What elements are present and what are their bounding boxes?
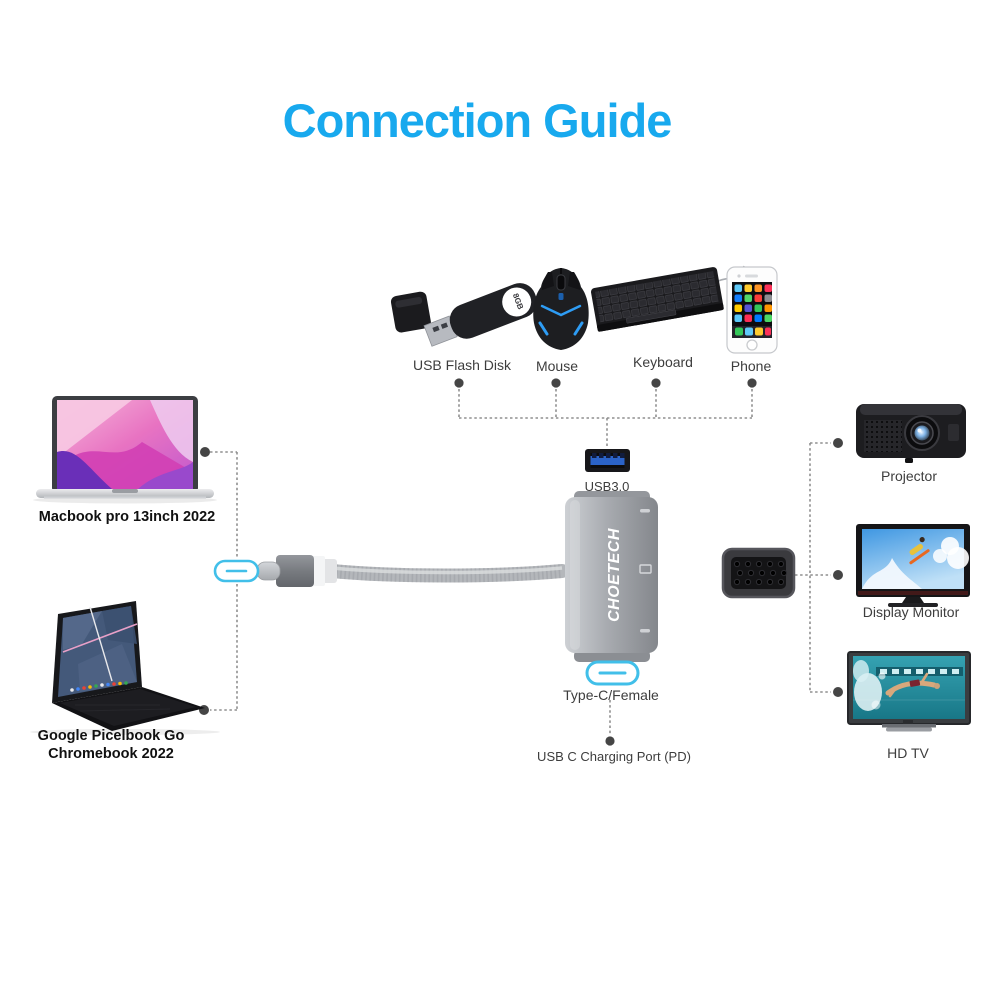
vga-connector-icon [721,547,796,599]
chromebook-label-line1: Google Picelbook Go [37,728,185,744]
chromebook-label: Google Picelbook Go Chromebook 2022 [38,727,185,763]
charging-port-label: USB C Charging Port (PD) [537,749,691,764]
hub-brand-text: CHOETECH [606,528,623,622]
typec-port-label: Type-C/Female [563,687,659,703]
usb-flash-disk-label: USB Flash Disk [412,357,512,373]
mouse-label: Mouse [535,358,579,374]
phone-icon [726,266,778,354]
connector-dots-top [454,378,757,388]
usb3-port-icon [585,449,630,472]
connector-lines-left [210,451,238,711]
keyboard-label: Keyboard [633,354,693,370]
typec-capsule-left-icon [213,559,260,583]
chromebook-icon [30,601,220,735]
macbook-icon [33,396,217,504]
connector-dot-bottom [605,736,615,746]
projector-icon [856,404,966,463]
display-monitor-label: Display Monitor [862,604,960,620]
choetech-hub-icon: CHOETECH [565,491,658,662]
display-monitor-icon [856,524,970,607]
page-title: Connection Guide [282,94,673,147]
usb-flash-disk-icon: 8GB [390,283,537,347]
chromebook-label-line2: Chromebook 2022 [48,746,174,762]
keyboard-icon [590,265,745,332]
usb3-port-label: USB3.0 [584,479,630,494]
typec-capsule-bottom-icon [585,660,640,686]
connector-dots-right [833,438,843,697]
connector-lines-right [795,442,831,693]
connector-dots-left [199,447,210,715]
projector-label: Projector [880,468,938,484]
hd-tv-icon [847,651,971,732]
hd-tv-label: HD TV [887,745,929,761]
connector-lines-top [458,389,753,446]
macbook-label: Macbook pro 13inch 2022 [38,509,216,525]
usb-c-cable-icon [256,555,569,587]
mouse-icon [533,268,589,350]
phone-label: Phone [730,358,772,374]
